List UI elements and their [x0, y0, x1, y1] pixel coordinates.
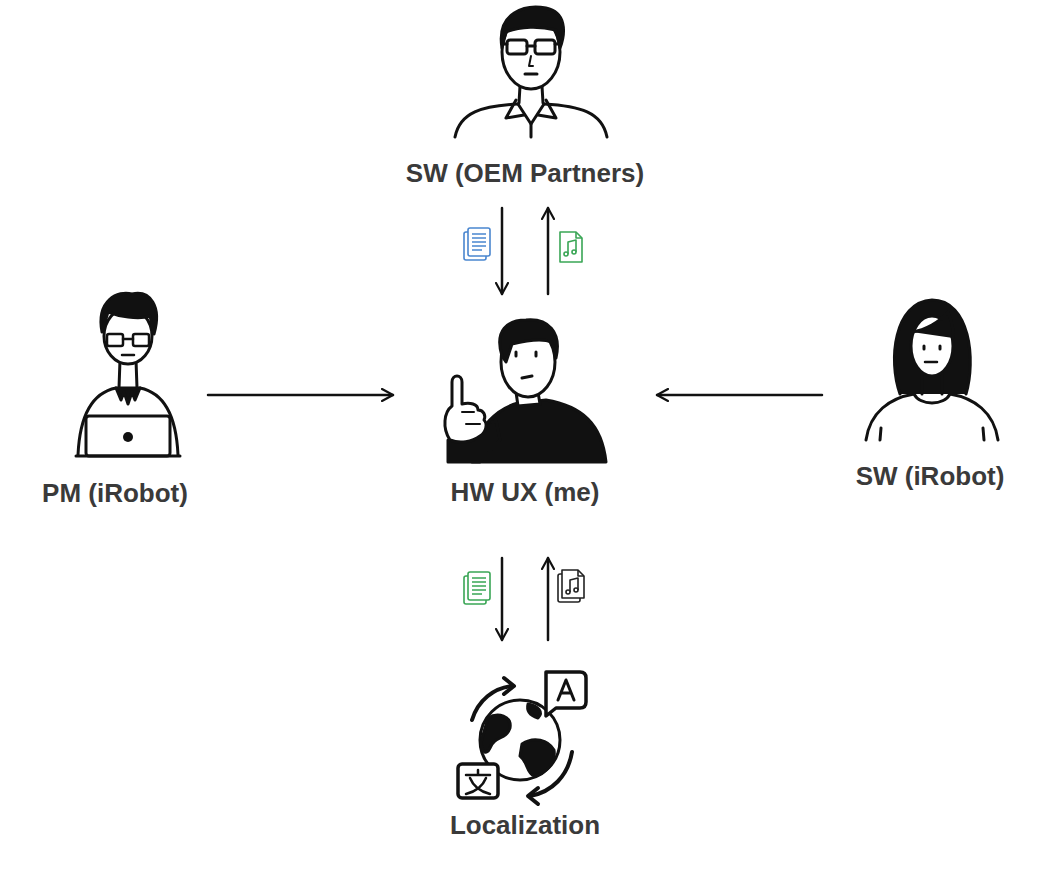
- laptop-base: [76, 455, 180, 458]
- flow-arrow: [547, 558, 550, 640]
- speech-bubble: [546, 672, 586, 716]
- shoulder-line: [866, 394, 998, 440]
- eyes: [516, 352, 536, 356]
- oem-person: [455, 7, 607, 137]
- collar: [506, 100, 524, 118]
- shoulder-line: [455, 104, 518, 137]
- mouth: [925, 361, 937, 364]
- sw-irobot-person: [866, 300, 998, 440]
- audio-file-icon: [560, 232, 582, 262]
- icon-node: Localization: [420, 648, 630, 855]
- pm-person: [76, 293, 180, 456]
- glasses: [107, 334, 123, 346]
- person-node: SW (iRobot): [830, 295, 1030, 503]
- eyes: [924, 346, 940, 349]
- laptop-logo: [123, 432, 133, 442]
- nose: [529, 56, 533, 66]
- audio-file-icon: [558, 570, 584, 602]
- node-label: Localization: [450, 810, 600, 840]
- glasses: [502, 44, 560, 46]
- mouth: [522, 376, 532, 378]
- finger-lines: [462, 412, 480, 424]
- person-node: SW (OEM Partners): [380, 0, 670, 200]
- laptop: [86, 416, 170, 456]
- glyph-a: [558, 680, 574, 700]
- glasses: [133, 334, 149, 346]
- flow-arrow: [208, 394, 393, 397]
- collar: [116, 388, 140, 404]
- collar: [538, 100, 556, 118]
- glasses: [507, 40, 527, 54]
- arm-lines: [880, 428, 984, 440]
- body: [78, 388, 178, 455]
- flow-arrow: [657, 394, 822, 397]
- node-label: SW (OEM Partners): [406, 158, 644, 188]
- document-icon: [464, 572, 490, 604]
- shirt-line: [530, 124, 533, 137]
- glyph-wen: [466, 770, 490, 794]
- person-node: PM (iRobot): [30, 290, 200, 520]
- continent: [481, 715, 510, 752]
- glasses: [123, 338, 133, 341]
- cycle-arrowhead: [504, 678, 514, 694]
- shoulder-line: [544, 104, 607, 137]
- neckline: [914, 394, 950, 403]
- continent: [528, 704, 541, 718]
- hair: [894, 300, 970, 394]
- hair: [500, 320, 558, 362]
- node-label: PM (iRobot): [42, 478, 188, 508]
- cycle-arrowhead: [528, 788, 538, 804]
- continent: [520, 740, 554, 776]
- mouth: [525, 73, 537, 76]
- fringe: [912, 312, 953, 338]
- hand: [445, 376, 486, 442]
- speech-bubble: [458, 764, 498, 798]
- flow-arrow: [547, 208, 550, 294]
- glasses: [535, 40, 555, 54]
- person-node: HW UX (me): [398, 302, 652, 550]
- flow-arrow: [501, 208, 504, 294]
- node-label: SW (iRobot): [856, 461, 1005, 491]
- me-person: [445, 320, 606, 462]
- flow-arrow: [501, 558, 504, 640]
- document-icon: [464, 228, 490, 260]
- hair: [101, 293, 157, 334]
- mouth: [122, 354, 134, 357]
- localization-icon: [458, 672, 586, 804]
- node-label: HW UX (me): [451, 477, 600, 507]
